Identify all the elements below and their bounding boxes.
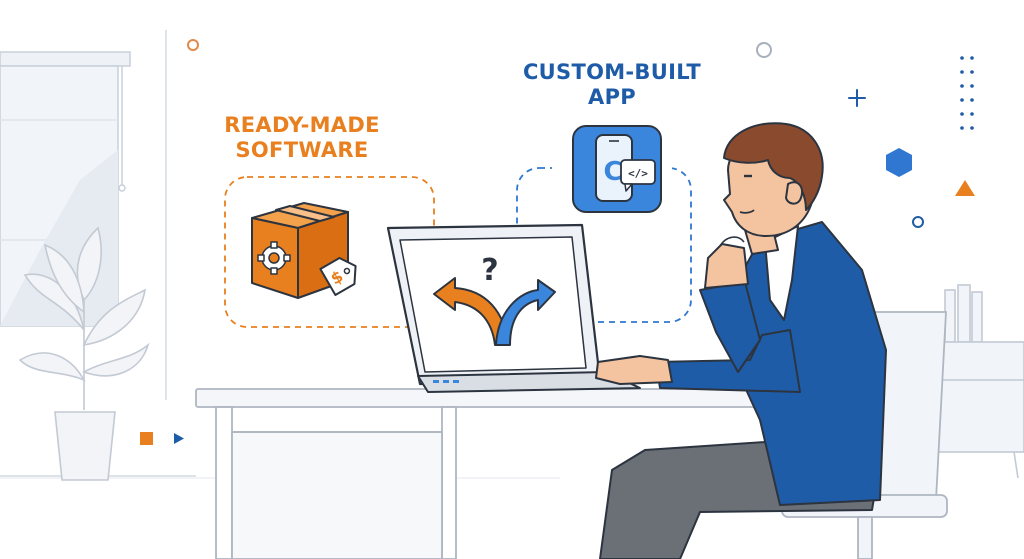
app-letter: C: [603, 157, 622, 187]
ready-made-line-2: SOFTWARE: [235, 138, 369, 162]
desk: [195, 388, 817, 559]
price-tag-icon: $: [319, 257, 357, 296]
window: [0, 30, 167, 400]
app-icon: C </>: [572, 125, 662, 213]
custom-built-line-1: CUSTOM-BUILT: [522, 60, 702, 84]
hair: [723, 122, 824, 211]
custom-built-line-2: APP: [588, 85, 636, 109]
custom-built-app-label: CUSTOM-BUILT APP: [512, 60, 712, 110]
question-mark: ?: [481, 253, 498, 288]
potted-plant: [18, 226, 150, 481]
custom-built-option: C </>: [516, 125, 692, 323]
ready-made-software-label: READY-MADE SOFTWARE: [222, 113, 382, 163]
decorations: [140, 39, 975, 445]
code-icon: </>: [620, 159, 656, 192]
ready-made-line-1: READY-MADE: [224, 113, 380, 137]
code-symbol: </>: [628, 167, 648, 180]
person: [595, 122, 887, 559]
laptop: ?: [386, 223, 641, 393]
fork-arrows-icon: [433, 277, 556, 346]
gear-icon: [257, 241, 291, 275]
ready-made-option: $: [224, 176, 435, 328]
